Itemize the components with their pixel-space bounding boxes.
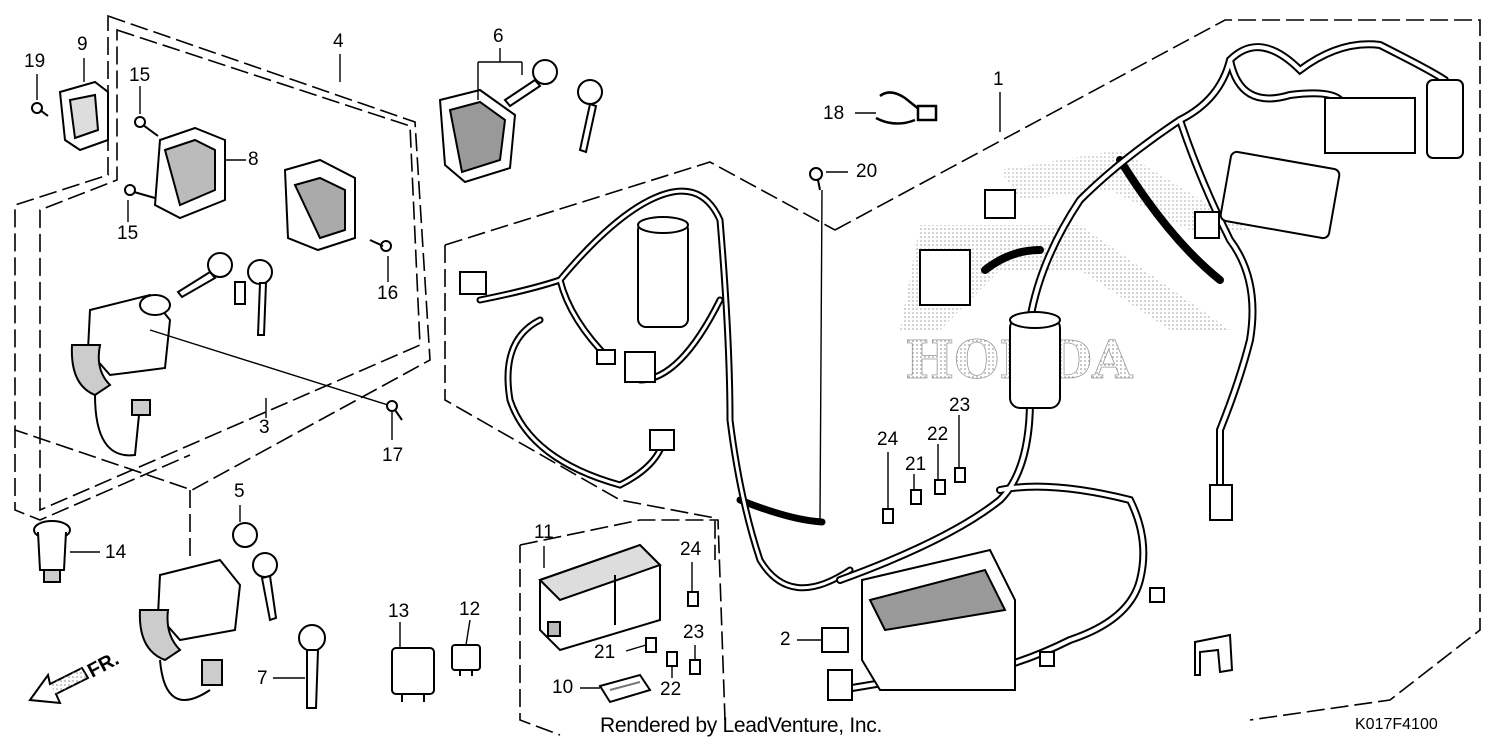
callout-21-fusebox: 21 bbox=[594, 642, 616, 663]
front-direction-arrow bbox=[28, 666, 90, 705]
small-connectors bbox=[645, 467, 966, 675]
lock-assembly-6 bbox=[438, 59, 603, 184]
leader-lines bbox=[36, 48, 1001, 689]
callout-20: 20 bbox=[856, 161, 878, 182]
callout-23-fusebox: 23 bbox=[683, 622, 705, 643]
leader-17 bbox=[149, 329, 389, 406]
harness-clip-18 bbox=[875, 91, 938, 125]
ignition-switch-body bbox=[124, 116, 226, 220]
callout-7: 7 bbox=[257, 668, 268, 689]
callout-12: 12 bbox=[459, 599, 481, 620]
callout-3: 3 bbox=[259, 417, 270, 438]
callout-24-harness: 24 bbox=[877, 429, 899, 450]
bolt-17 bbox=[386, 400, 403, 421]
callout-4: 4 bbox=[333, 31, 344, 52]
callout-23-harness: 23 bbox=[949, 395, 971, 416]
callout-21-harness: 21 bbox=[905, 454, 927, 475]
callout-2: 2 bbox=[780, 629, 791, 650]
callout-1: 1 bbox=[993, 69, 1004, 90]
callout-17: 17 bbox=[382, 445, 404, 466]
callout-5: 5 bbox=[234, 481, 245, 502]
callout-19: 19 bbox=[24, 51, 46, 72]
bolt-20 bbox=[809, 167, 823, 191]
leader-20 bbox=[819, 189, 823, 521]
callout-16: 16 bbox=[377, 283, 399, 304]
callout-22-harness: 22 bbox=[927, 424, 949, 445]
render-credit: Rendered by LeadVenture, Inc. bbox=[600, 714, 883, 737]
fuse-box-11 bbox=[538, 543, 662, 652]
callout-14: 14 bbox=[105, 542, 127, 563]
group-boundaries bbox=[14, 14, 1481, 736]
callout-15-upper: 15 bbox=[129, 65, 151, 86]
sub-harness-connectors bbox=[459, 216, 689, 451]
main-harness-components bbox=[821, 79, 1464, 701]
keys-left bbox=[176, 252, 273, 336]
lock-housing bbox=[283, 158, 392, 252]
callout-24-fusebox: 24 bbox=[680, 539, 702, 560]
callout-6: 6 bbox=[493, 26, 504, 47]
bolt-19 bbox=[31, 102, 49, 117]
key-7 bbox=[298, 624, 326, 709]
cap-14 bbox=[33, 520, 71, 583]
callout-22-fusebox: 22 bbox=[660, 679, 682, 700]
callout-10: 10 bbox=[552, 677, 574, 698]
callout-9: 9 bbox=[77, 34, 88, 55]
callout-18: 18 bbox=[823, 103, 845, 124]
callout-13: 13 bbox=[388, 601, 410, 622]
callout-15-lower: 15 bbox=[117, 223, 139, 244]
ignition-switch-5 bbox=[138, 522, 278, 701]
callout-11: 11 bbox=[534, 522, 554, 543]
relays bbox=[391, 644, 481, 702]
bracket-part bbox=[58, 80, 109, 152]
fuse-puller-10 bbox=[598, 673, 652, 704]
ignition-switch-3 bbox=[70, 293, 172, 457]
callout-8: 8 bbox=[248, 149, 259, 170]
figure-code: K017F4100 bbox=[1355, 716, 1438, 733]
